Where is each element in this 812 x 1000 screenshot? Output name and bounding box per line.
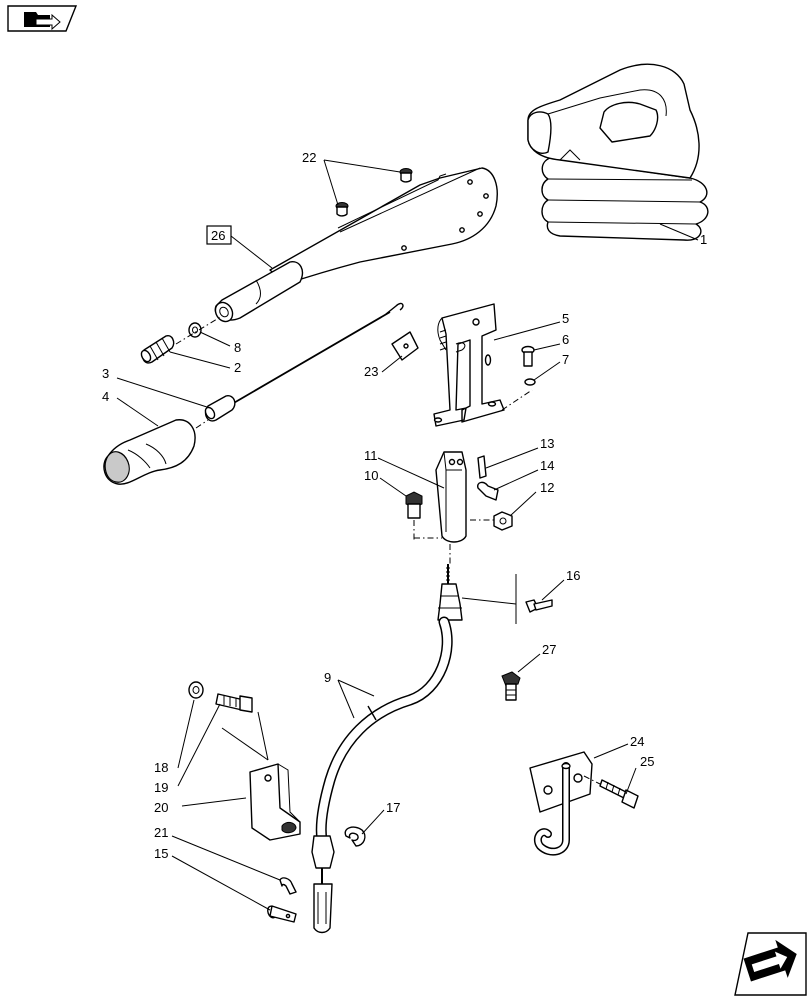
leader-24-25 <box>593 743 637 795</box>
release-rod <box>204 302 404 422</box>
callout-27: 27 <box>542 642 556 657</box>
washer-18 <box>188 681 204 699</box>
callout-13: 13 <box>540 436 554 451</box>
rubber-boot <box>527 63 709 241</box>
pin-lower <box>335 202 349 217</box>
leader-3 <box>116 377 211 409</box>
ratchet-bracket <box>433 303 533 427</box>
callout-19: 19 <box>154 780 168 795</box>
callout-12: 12 <box>540 480 554 495</box>
cable-bracket <box>249 763 301 841</box>
callout-23: 23 <box>364 364 378 379</box>
leader-11 <box>377 457 445 489</box>
callout-21: 21 <box>154 825 168 840</box>
retaining-clip <box>391 331 419 361</box>
pin-15 <box>267 905 297 923</box>
nut-12 <box>470 511 513 531</box>
cotter-pin-13 <box>477 455 487 479</box>
leader-10 <box>379 477 407 497</box>
callout-16: 16 <box>566 568 580 583</box>
callout-1: 1 <box>700 232 707 247</box>
bolt-19 <box>215 693 253 713</box>
screw-6 <box>521 345 535 367</box>
leader-23 <box>381 355 403 373</box>
pin-upper <box>399 168 413 183</box>
leader-27 <box>517 653 541 673</box>
callout-26: 26 <box>211 228 225 243</box>
brake-cable <box>311 564 463 934</box>
callout-9: 9 <box>324 670 331 685</box>
callout-24: 24 <box>630 734 644 749</box>
callout-14: 14 <box>540 458 554 473</box>
callout-3: 3 <box>102 366 109 381</box>
callout-4: 4 <box>102 389 109 404</box>
hex-screw-10 <box>405 491 423 540</box>
washer-7 <box>524 378 536 386</box>
callout-10: 10 <box>364 468 378 483</box>
leader-17 <box>361 809 385 835</box>
callout-11: 11 <box>364 448 378 463</box>
clevis-pin-14 <box>476 481 499 501</box>
leader-22 <box>323 159 401 206</box>
callout-5: 5 <box>562 311 569 326</box>
leader-16 <box>541 579 565 601</box>
leader-21-15 <box>171 835 281 911</box>
leader-18-19 <box>177 699 221 787</box>
next-page-arrow-icon[interactable] <box>734 932 807 996</box>
clevis <box>414 451 467 566</box>
leader-1 <box>659 223 699 241</box>
callout-6: 6 <box>562 332 569 347</box>
bolt-27 <box>501 671 521 701</box>
mounting-reference-v <box>221 711 269 761</box>
callout-15: 15 <box>154 846 168 861</box>
leader-6-7 <box>533 343 561 381</box>
washer <box>188 322 202 338</box>
callout-7: 7 <box>562 352 569 367</box>
part-26-box <box>206 225 273 269</box>
leader-9 <box>337 679 375 719</box>
leader-4 <box>116 397 159 427</box>
folder-arrow-icon[interactable] <box>7 5 78 32</box>
callout-17: 17 <box>386 800 400 815</box>
leader-20 <box>181 797 247 807</box>
callout-2: 2 <box>234 360 241 375</box>
bolt-25 <box>583 775 639 809</box>
mounting-reference-bracket <box>461 574 517 624</box>
circlip-17 <box>344 826 366 847</box>
spring <box>140 335 175 364</box>
leader-8-2 <box>169 315 231 369</box>
callout-18: 18 <box>154 760 168 775</box>
leader-5 <box>493 321 561 341</box>
callout-25: 25 <box>640 754 654 769</box>
callout-8: 8 <box>234 340 241 355</box>
hand-brake-lever <box>214 167 498 323</box>
hook-bracket <box>529 751 593 856</box>
callout-20: 20 <box>154 800 168 815</box>
lever-handle-grip <box>103 419 209 485</box>
clip-21 <box>279 877 297 895</box>
leader-13-14-12 <box>485 447 539 517</box>
bolt-16 <box>525 599 553 613</box>
callout-22: 22 <box>302 150 316 165</box>
